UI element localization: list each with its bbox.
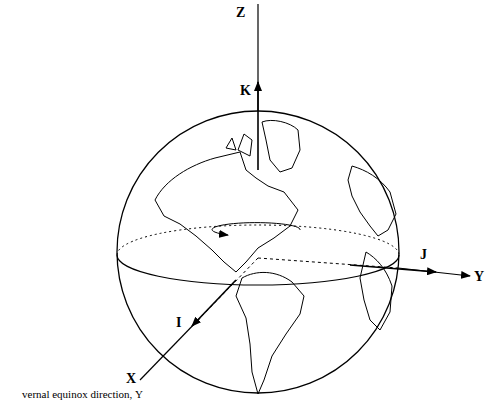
axis-caption: vernal equinox direction, Υ (22, 389, 143, 400)
axis-label: X (126, 372, 136, 386)
unit-vector-label: J (420, 248, 427, 262)
unit-vector-label: I (176, 316, 181, 330)
axis-label: Y (474, 270, 484, 284)
unit-vector-label: K (240, 84, 251, 98)
axis-label: Z (236, 6, 245, 20)
